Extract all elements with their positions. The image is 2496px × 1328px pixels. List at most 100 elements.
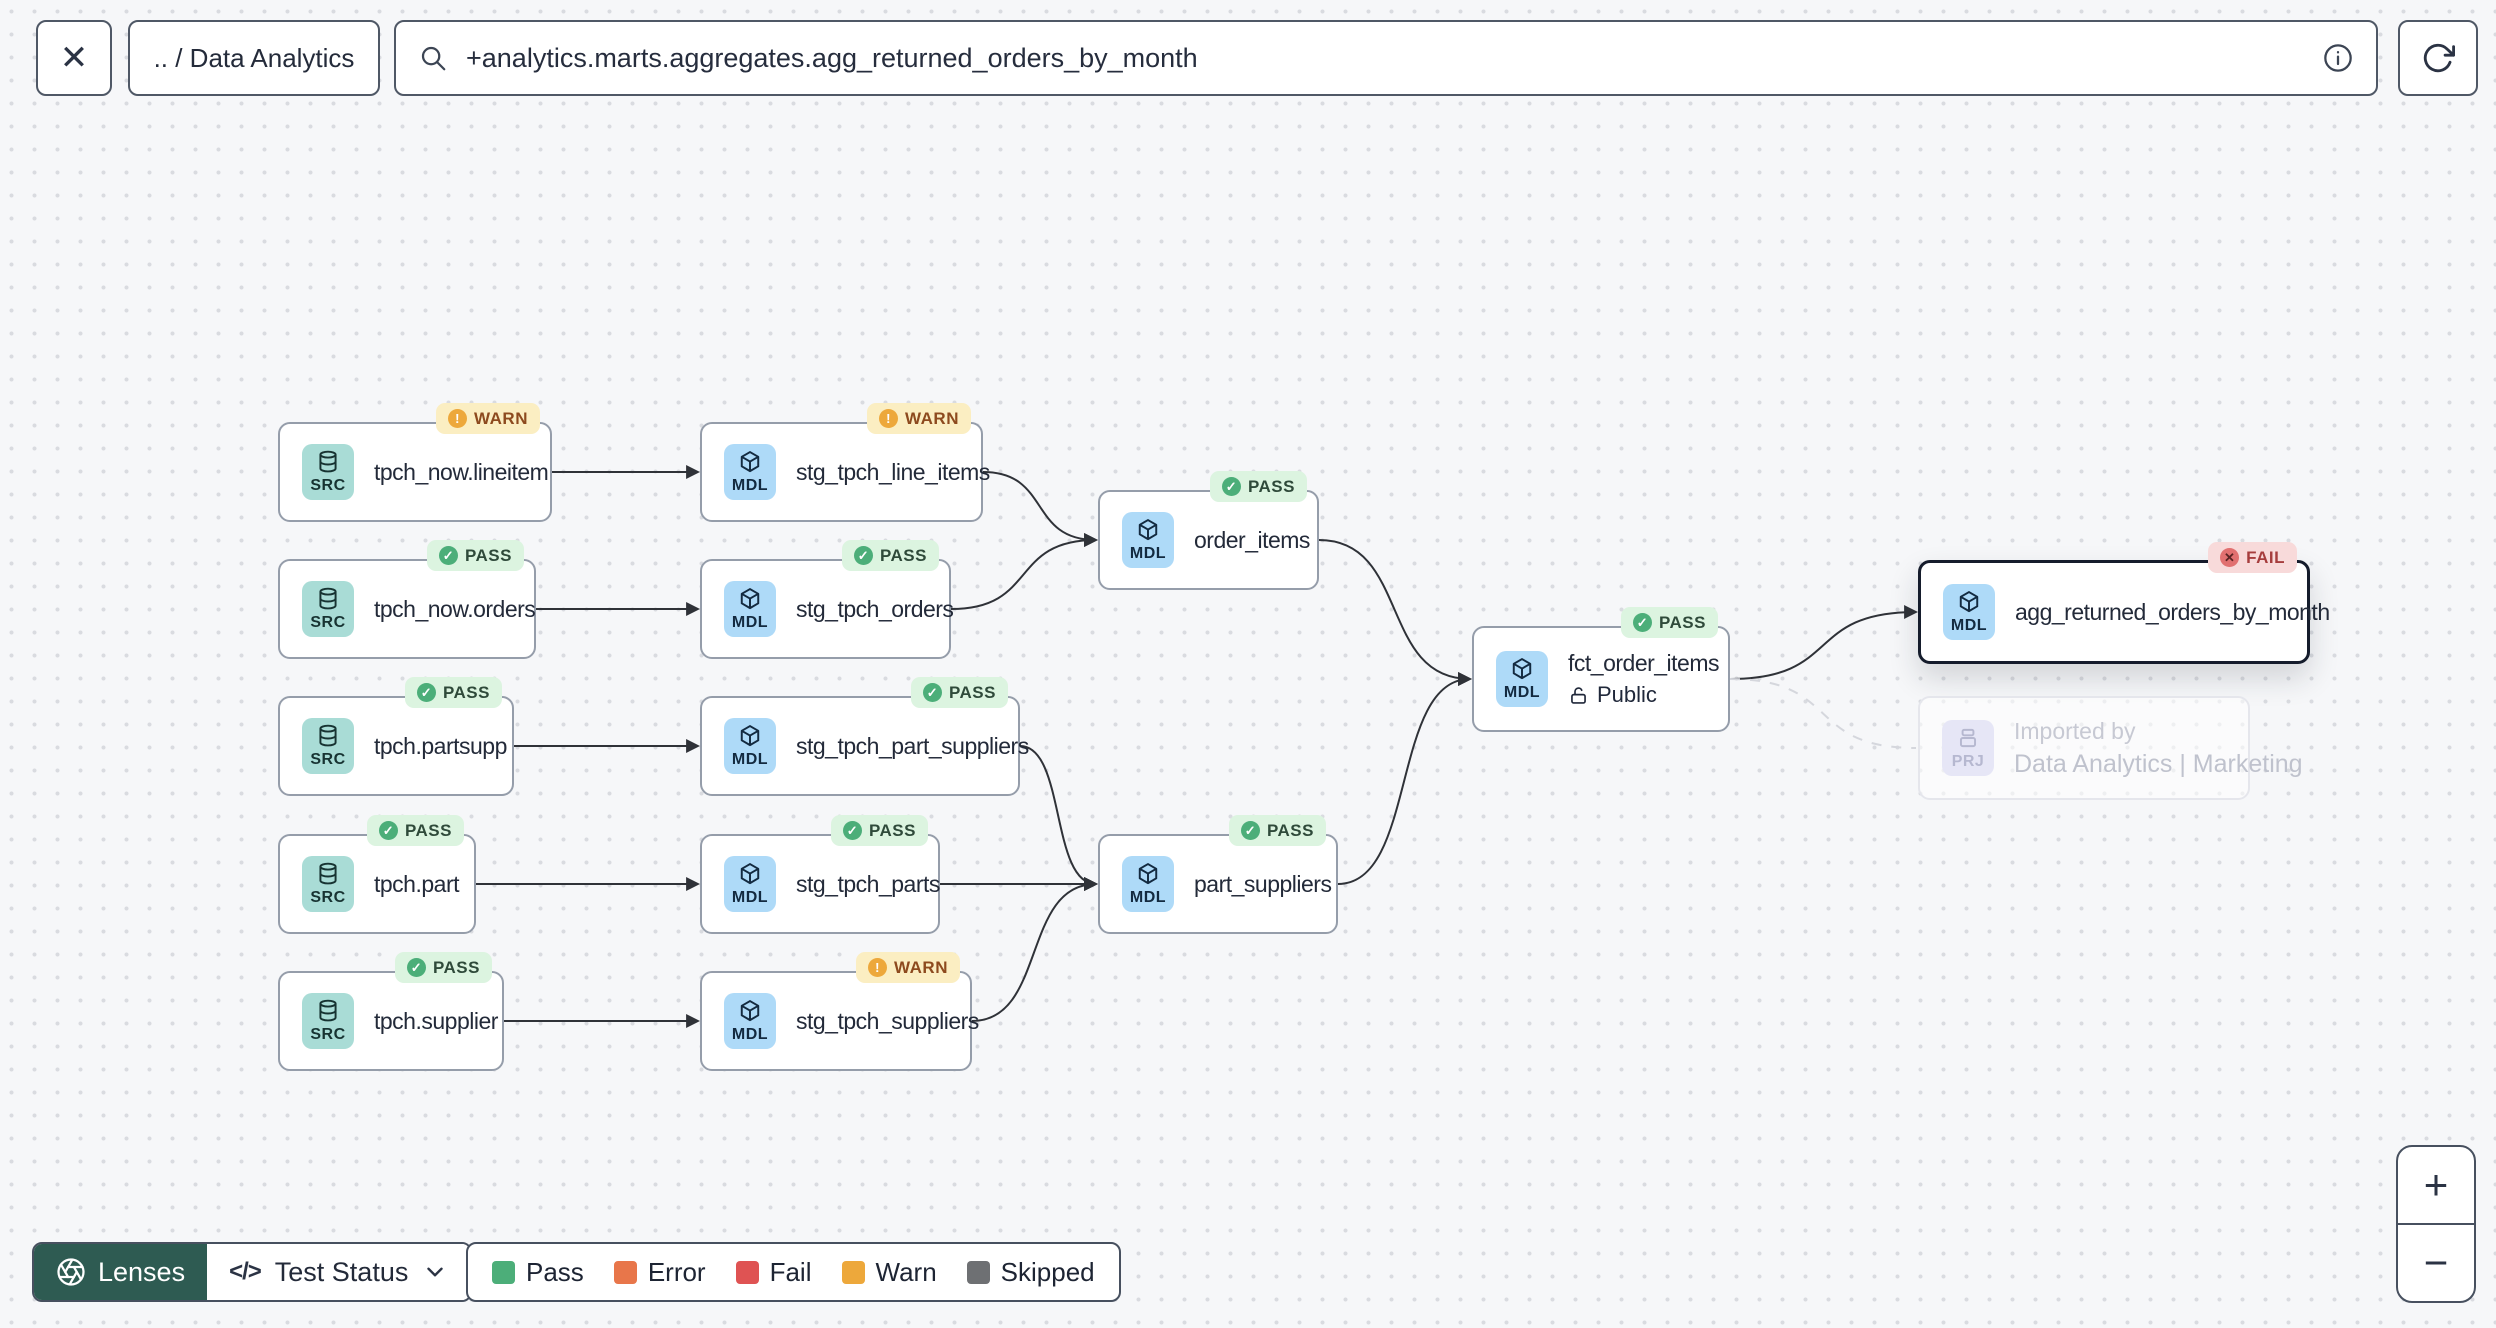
- src-chip: SRC: [302, 581, 354, 637]
- mdl-chip: MDL: [724, 856, 776, 912]
- node-title: stg_tpch_parts: [796, 870, 940, 897]
- cube-icon: [1135, 517, 1161, 543]
- edge-stg_suppliers-to-part_suppliers: [971, 877, 1099, 1022]
- breadcrumb[interactable]: .. / Data Analytics: [128, 20, 380, 96]
- cube-icon: [1956, 589, 1982, 615]
- src-chip: SRC: [302, 993, 354, 1049]
- status-badge-pass: ✓PASS: [1620, 607, 1718, 638]
- node-title: tpch_now.lineitem: [374, 458, 549, 485]
- cube-icon: [737, 449, 763, 475]
- node-labels: tpch_now.lineitem: [374, 458, 549, 486]
- node-labels: order_items: [1194, 527, 1310, 554]
- database-icon: [315, 861, 341, 887]
- legend-swatch: [966, 1260, 990, 1284]
- pass-status-icon: ✓: [1221, 477, 1241, 496]
- edge-fct_order_items-to-agg_returned_orders_by_month: [1729, 605, 1919, 680]
- database-icon: [315, 449, 341, 475]
- fail-status-icon: ✕: [2220, 548, 2240, 567]
- node-labels: tpch.part: [374, 870, 460, 898]
- node-title: tpch.partsupp: [374, 732, 507, 759]
- node-labels: tpch.partsupp: [374, 732, 507, 760]
- mdl-chip: MDL: [724, 993, 776, 1049]
- mdl-chip: MDL: [724, 444, 776, 500]
- node-title: tpch.part: [374, 870, 460, 897]
- access-sublabel: Public: [1568, 682, 1714, 708]
- prj-chip: PRJ: [1942, 720, 1994, 776]
- code-icon: </>: [229, 1258, 262, 1285]
- edge-order_items-to-fct_order_items: [1318, 539, 1473, 686]
- legend-item-warn: Warn: [841, 1256, 937, 1288]
- close-button[interactable]: ✕: [36, 20, 112, 96]
- lens-selector-label: Test Status: [274, 1256, 409, 1287]
- node-title: stg_tpch_suppliers: [796, 1007, 979, 1034]
- cube-icon: [1135, 861, 1161, 887]
- database-icon: [315, 586, 341, 612]
- node-labels: tpch_now.orders: [374, 595, 536, 623]
- legend-swatch: [613, 1260, 637, 1284]
- pass-status-icon: ✓: [1240, 821, 1260, 840]
- pass-status-icon: ✓: [842, 821, 862, 840]
- warn-status-icon: !: [879, 409, 899, 428]
- pass-status-icon: ✓: [438, 546, 458, 565]
- refresh-icon: [2423, 43, 2455, 73]
- node-title: tpch_now.orders: [374, 595, 536, 622]
- status-badge-pass: ✓PASS: [1228, 815, 1326, 846]
- project-icon: [1955, 725, 1981, 751]
- node-title: stg_tpch_part_suppliers: [796, 732, 1029, 759]
- status-badge-pass: ✓PASS: [366, 815, 464, 846]
- plus-icon: +: [2423, 1161, 2449, 1208]
- pass-status-icon: ✓: [922, 683, 942, 702]
- zoom-controls: + −: [2396, 1145, 2476, 1303]
- zoom-in-button[interactable]: +: [2398, 1147, 2474, 1225]
- node-labels: stg_tpch_part_suppliers: [796, 732, 1029, 760]
- node-title: stg_tpch_orders: [796, 595, 954, 622]
- status-badge-fail: ✕FAIL: [2208, 542, 2297, 573]
- node-labels: stg_tpch_parts: [796, 870, 940, 898]
- legend-label: Pass: [526, 1256, 584, 1287]
- lens-selector-dropdown[interactable]: </> Test Status: [207, 1244, 471, 1300]
- pass-status-icon: ✓: [853, 546, 873, 565]
- cube-icon: [737, 586, 763, 612]
- minus-icon: −: [2423, 1239, 2449, 1286]
- node-title: stg_tpch_line_items: [796, 458, 990, 485]
- node-labels: stg_tpch_suppliers: [796, 1007, 979, 1035]
- lenses-label: Lenses: [98, 1256, 186, 1287]
- search-icon: [421, 46, 446, 71]
- chevron-down-icon: [427, 1267, 444, 1277]
- mdl-chip: MDL: [724, 718, 776, 774]
- refresh-button[interactable]: [2398, 20, 2478, 96]
- src-chip: SRC: [302, 718, 354, 774]
- status-badge-pass: ✓PASS: [841, 540, 939, 571]
- cube-icon: [737, 723, 763, 749]
- warn-status-icon: !: [868, 958, 888, 977]
- cube-icon: [1509, 656, 1535, 682]
- legend-label: Warn: [875, 1256, 937, 1287]
- info-icon[interactable]: [2322, 42, 2354, 74]
- database-icon: [315, 723, 341, 749]
- mdl-chip: MDL: [1496, 651, 1548, 707]
- node-title: tpch.supplier: [374, 1007, 498, 1034]
- lenses-button[interactable]: Lenses: [34, 1244, 208, 1300]
- legend-label: Skipped: [1000, 1256, 1095, 1287]
- search-input[interactable]: [464, 41, 2306, 75]
- zoom-out-button[interactable]: −: [2398, 1225, 2474, 1301]
- warn-status-icon: !: [448, 409, 468, 428]
